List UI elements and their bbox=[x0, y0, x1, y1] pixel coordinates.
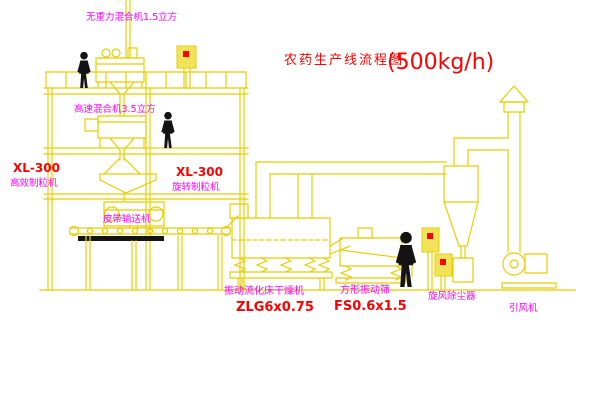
mid-mixer-machine bbox=[84, 115, 147, 175]
buffer-hopper bbox=[99, 173, 157, 203]
label-granulator-left-model: XL-300 bbox=[13, 161, 60, 175]
worker-figure bbox=[161, 111, 175, 148]
building-frame bbox=[39, 71, 576, 291]
exhaust-stack bbox=[499, 85, 529, 253]
label-granulator-center-name: 旋转制粒机 bbox=[172, 181, 220, 193]
splitter-chute bbox=[103, 157, 141, 175]
drawing-title: 农药生产线流程图 (500kg/h) bbox=[284, 50, 494, 75]
exhaust-duct bbox=[255, 161, 447, 175]
label-top-mixer: 无重力混合机1.5立方 bbox=[86, 11, 177, 23]
control-panel-top bbox=[176, 45, 197, 89]
induced-draft-fan-machine bbox=[501, 252, 557, 289]
label-dryer-name: 振动流化床干燥机 bbox=[224, 284, 304, 297]
control-panel-low bbox=[434, 253, 453, 290]
label-granulator-center-model: XL-300 bbox=[176, 165, 223, 179]
cyclone-separator-machine bbox=[443, 137, 509, 283]
belt-conveyor-machine bbox=[68, 215, 239, 290]
label-mid-mixer: 高速混合机3.5立方 bbox=[74, 103, 156, 115]
worker-figure bbox=[77, 51, 91, 88]
indicator-light bbox=[183, 51, 189, 57]
top-mixer-machine bbox=[95, 47, 145, 117]
control-panel-mid bbox=[421, 227, 440, 290]
fluid-bed-dryer-machine bbox=[229, 161, 333, 291]
title-text: 农药生产线流程图 bbox=[284, 53, 404, 68]
top-platform-railing bbox=[45, 71, 247, 89]
equipment-labels: 无重力混合机1.5立方 高速混合机3.5立方 XL-300 高效制粒机 XL-3… bbox=[10, 11, 538, 315]
title-capacity: (500kg/h) bbox=[387, 50, 494, 75]
label-cyclone-name: 旋风除尘器 bbox=[428, 290, 476, 302]
label-dryer-model: ZLG6x0.75 bbox=[236, 300, 314, 315]
label-belt-conveyor: 皮带输送机 bbox=[103, 213, 151, 225]
conveyor-base bbox=[78, 236, 164, 241]
label-screen-model: FS0.6x1.5 bbox=[334, 299, 407, 314]
indicator-light bbox=[440, 259, 446, 265]
label-screen-name: 方形振动筛 bbox=[340, 283, 390, 296]
label-granulator-left-name: 高效制粒机 bbox=[10, 177, 58, 189]
label-fan-name: 引风机 bbox=[509, 302, 538, 314]
indicator-light bbox=[427, 233, 433, 239]
